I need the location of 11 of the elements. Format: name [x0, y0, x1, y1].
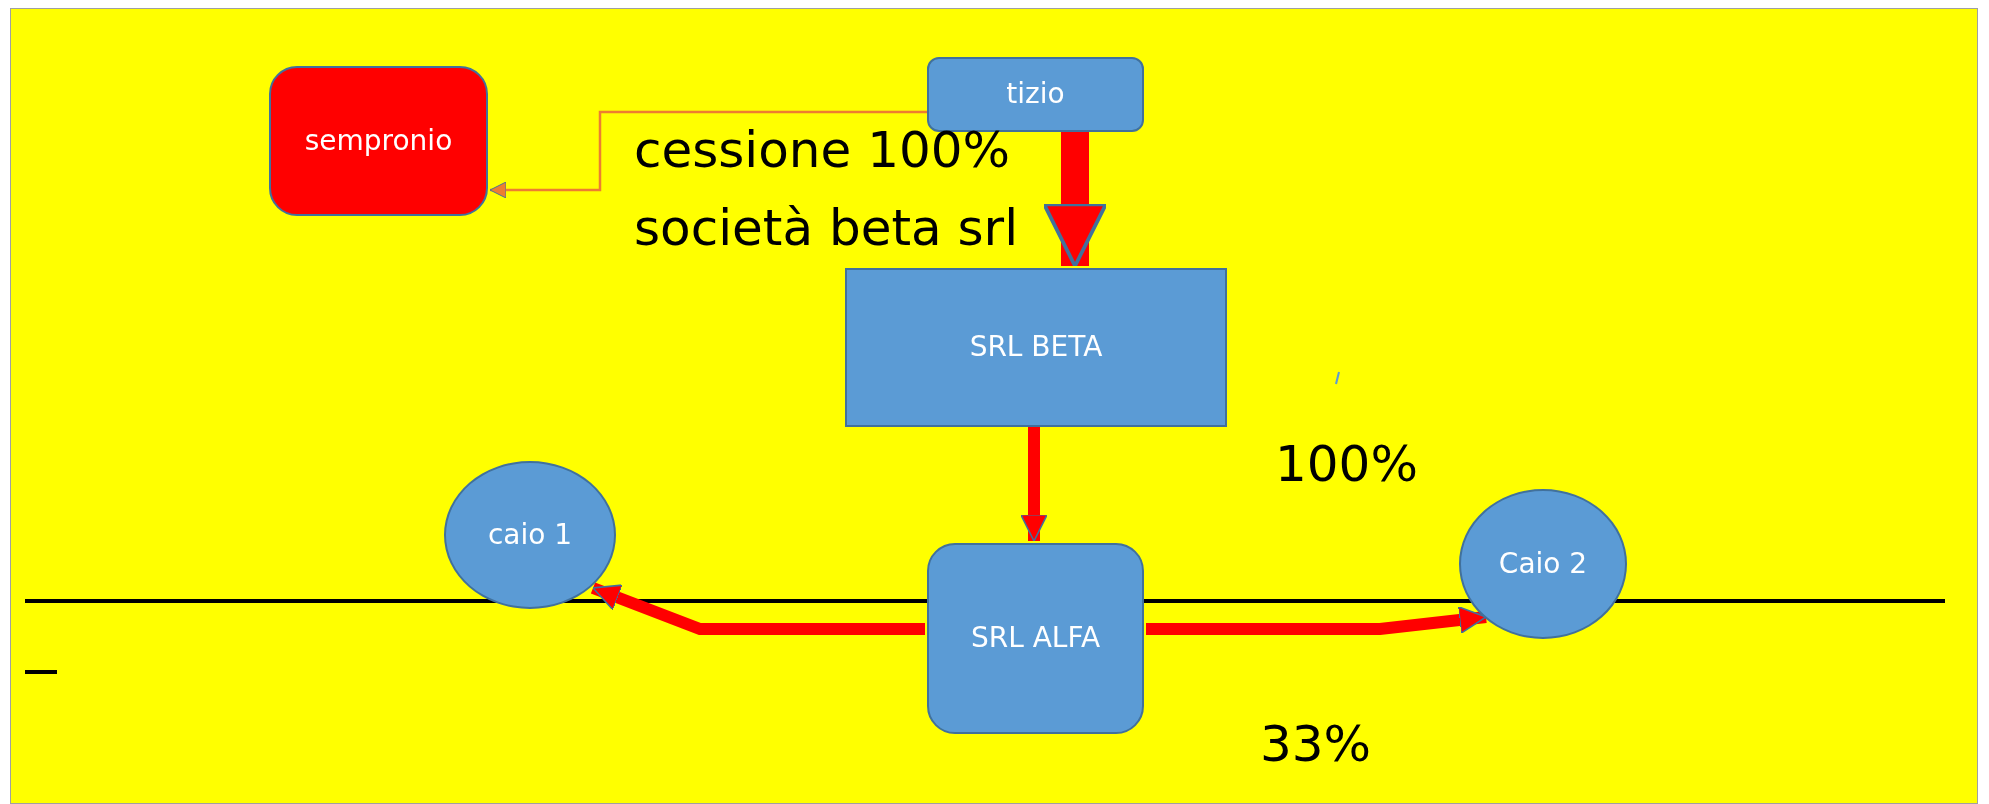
annotation-text: 33%	[1260, 716, 1372, 774]
arrow	[1020, 427, 1048, 542]
rounded-box: sempronio	[269, 66, 488, 216]
arrow	[1042, 132, 1108, 268]
rounded-box: SRL ALFA	[927, 543, 1144, 734]
process-box: SRL BETA	[845, 268, 1227, 427]
annotation-text: società beta srl	[634, 200, 1019, 258]
arrow	[1146, 606, 1487, 635]
arrow	[590, 582, 925, 635]
annotation-text: 100%	[1275, 436, 1418, 494]
arrow	[489, 110, 927, 199]
